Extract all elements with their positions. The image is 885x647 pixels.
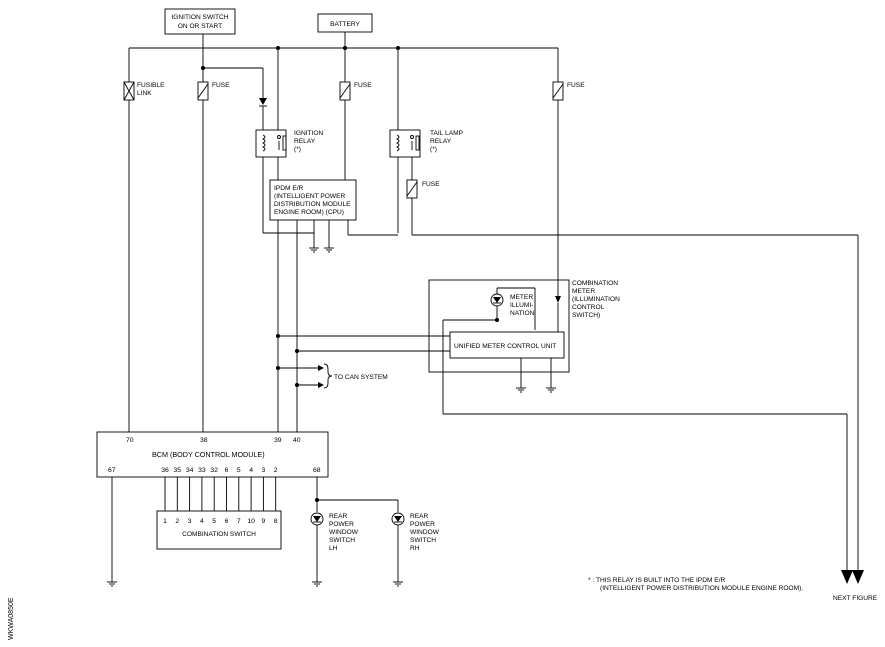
combination-meter-label-3: (ILLUMINATION: [572, 296, 620, 303]
combination-switch-pin-3: 3: [188, 518, 192, 525]
combination-switch-pin-8: 8: [274, 518, 278, 525]
ipdm-label-2: (INTELLIGENT POWER: [274, 193, 346, 200]
next-figure-label: NEXT FIGURE: [833, 595, 878, 602]
bcm-pin-2: 2: [274, 467, 278, 474]
bcm-pin-3: 3: [262, 467, 266, 474]
meter-illum-label-3: NATION: [510, 310, 535, 317]
combination-switch-pin-2: 2: [175, 518, 179, 525]
rear-window-lh-1: REAR: [329, 513, 348, 520]
rear-window-lh-5: LH: [329, 545, 338, 552]
ignition-switch-box: IGNITION SWITCH ON OR START: [164, 8, 236, 35]
ignition-switch-label-line1: IGNITION SWITCH: [171, 14, 228, 21]
bcm-label: BCM (BODY CONTROL MODULE): [152, 450, 265, 459]
combination-switch-label: COMBINATION SWITCH: [182, 531, 256, 538]
tail-lamp-relay-label-2: RELAY: [430, 138, 452, 145]
combination-switch-pin-9: 9: [262, 518, 266, 525]
fuse-label-2: FUSE: [354, 82, 372, 89]
combination-switch-pin-6: 6: [225, 518, 229, 525]
meter-control-unit-label: UNIFIED METER CONTROL UNIT: [454, 343, 556, 350]
ipdm-label-4: ENGINE ROOM) (CPU): [274, 209, 344, 216]
rear-window-lh-4: SWITCH: [329, 537, 355, 544]
bcm-pin-38: 38: [200, 437, 208, 444]
tail-lamp-relay-label-3: (*): [430, 146, 437, 153]
connector-a-label: A: [845, 574, 850, 581]
combination-switch-pin-10: 10: [247, 518, 255, 525]
meter-illum-label-1: METER: [510, 294, 533, 301]
battery-label: BATTERY: [330, 21, 360, 28]
fusible-link: FUSIBLE LINK: [123, 48, 165, 432]
combination-meter: COMBINATION METER (ILLUMINATION CONTROL …: [428, 279, 848, 570]
bcm-pin-70: 70: [126, 437, 134, 444]
rear-window-rh-4: SWITCH: [410, 537, 436, 544]
next-figure-connectors: A B NEXT FIGURE: [833, 570, 878, 602]
combination-switch-wires: 1 2 3 4 5 6 7 10 9 8: [163, 477, 278, 525]
ipdm-box: IPDM E/R (INTELLIGENT POWER DISTRIBUTION…: [263, 179, 398, 432]
footnote-line1: * : THIS RELAY IS BUILT INTO THE IPDM E/…: [588, 577, 726, 584]
connector-a: [841, 570, 853, 584]
fuse-label-1: FUSE: [212, 82, 230, 89]
bcm-pin-36: 36: [161, 467, 169, 474]
ignition-relay-label-1: IGNITION: [294, 130, 324, 137]
fusible-link-label-1: FUSIBLE: [137, 82, 165, 89]
connector-b: [852, 570, 864, 584]
fuse-ipdm: FUSE: [339, 48, 372, 180]
rear-window-rh-2: POWER: [410, 521, 435, 528]
bcm-pin-6: 6: [225, 467, 229, 474]
fuse-label-4: FUSE: [422, 181, 440, 188]
rear-window-switches: REAR POWER WINDOW SWITCH LH REAR POWER W…: [310, 477, 440, 587]
combination-switch-pin-5: 5: [212, 518, 216, 525]
battery-box: BATTERY: [317, 13, 373, 33]
combination-switch-pin-4: 4: [200, 518, 204, 525]
combination-switch-pin-7: 7: [237, 518, 241, 525]
bcm-pin-5: 5: [237, 467, 241, 474]
fuse-bcm38: FUSE: [197, 68, 230, 432]
bcm-pin-68: 68: [313, 467, 321, 474]
ipdm-label-1: IPDM E/R: [274, 185, 304, 192]
combination-switch: 1 2 3 4 5 6 7 10 9 8 COMBINATION SWITCH: [156, 477, 282, 550]
footnote: * : THIS RELAY IS BUILT INTO THE IPDM E/…: [588, 577, 803, 592]
combination-meter-label-1: COMBINATION: [572, 280, 618, 287]
rear-window-rh-5: RH: [410, 545, 420, 552]
ignition-relay-label-2: RELAY: [294, 138, 316, 145]
bcm-pin-39: 39: [274, 437, 282, 444]
ipdm-label-3: DISTRIBUTION MODULE: [274, 201, 351, 208]
bcm-pin-35: 35: [174, 467, 182, 474]
bcm-pin-32: 32: [210, 467, 218, 474]
combination-meter-label-5: SWITCH): [572, 312, 600, 319]
combination-switch-pin-1: 1: [163, 518, 167, 525]
fuse-meter: FUSE: [552, 48, 585, 303]
bcm-pin-67: 67: [108, 467, 116, 474]
fuse-label-3: FUSE: [567, 82, 585, 89]
meter-illum-label-2: ILLUMI-: [510, 302, 533, 309]
figure-code: WKWA0850E: [8, 597, 15, 640]
can-system-label: TO CAN SYSTEM: [334, 374, 388, 381]
bcm-box: 70 38 39 40 BCM (BODY CONTROL MODULE) 67…: [96, 431, 329, 587]
tail-lamp-relay-label-1: TAIL LAMP: [430, 130, 464, 137]
combination-meter-label-2: METER: [572, 288, 595, 295]
rear-window-rh-3: WINDOW: [410, 529, 440, 536]
rear-window-lh-2: POWER: [329, 521, 354, 528]
bcm-pin-34: 34: [186, 467, 194, 474]
footnote-line2: (INTELLIGENT POWER DISTRIBUTION MODULE E…: [600, 585, 803, 592]
ignition-relay: IGNITION RELAY (*): [255, 48, 324, 233]
rear-window-rh-1: REAR: [410, 513, 429, 520]
bcm-pin-40: 40: [293, 437, 301, 444]
bcm-pin-4: 4: [249, 467, 253, 474]
fusible-link-label-2: LINK: [137, 90, 152, 97]
ignition-relay-label-3: (*): [294, 146, 301, 153]
power-bus: [129, 32, 558, 98]
bcm-pin-33: 33: [198, 467, 206, 474]
tail-lamp-relay: TAIL LAMP RELAY (*) FUSE: [389, 48, 859, 570]
combination-meter-label-4: CONTROL: [572, 304, 605, 311]
connector-b-label: B: [856, 574, 861, 581]
rear-window-lh-3: WINDOW: [329, 529, 359, 536]
can-system: TO CAN SYSTEM: [275, 333, 450, 389]
ignition-switch-label-line2: ON OR START: [178, 23, 222, 30]
